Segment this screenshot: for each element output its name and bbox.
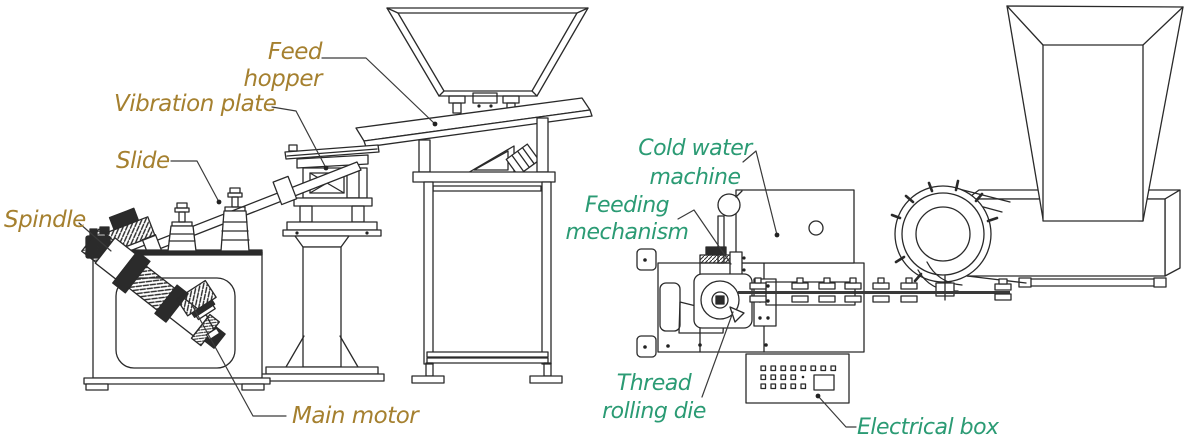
rod-clamps: [749, 277, 918, 303]
main-motor-drawing: [176, 279, 221, 341]
vibration-plate-drawing: [355, 97, 593, 177]
bowl-feeder-right-drawing: [890, 179, 999, 301]
label-slide: Slide: [116, 148, 170, 174]
leader-lines: [78, 57, 857, 428]
feed-rod-drawing: [738, 277, 1012, 306]
cold-water-machine-drawing: [717, 189, 855, 264]
label-feeding-mechanism: Feeding mechanism: [565, 193, 689, 245]
label-spindle: Spindle: [4, 207, 86, 233]
feed-hopper-drawing: [386, 7, 589, 114]
right-hopper-drawing: [949, 5, 1184, 222]
label-electrical-box: Electrical box: [857, 415, 999, 440]
label-feed-hopper: Feed hopper: [243, 39, 323, 92]
electrical-box-drawing: [745, 353, 850, 404]
label-cold-water-machine: Cold water machine: [638, 136, 752, 190]
label-thread-rolling-die: Thread rolling die: [602, 371, 706, 424]
label-vibration-plate: Vibration plate: [114, 91, 277, 117]
hopper-stand-drawing: [411, 117, 563, 384]
bellows-supports-drawing: [167, 187, 250, 252]
feeding-mechanism-drawing: [699, 246, 746, 279]
label-main-motor: Main motor: [292, 403, 419, 429]
spindle-assembly-drawing: [81, 207, 226, 349]
bowl-feeder-left-drawing: [259, 144, 385, 382]
